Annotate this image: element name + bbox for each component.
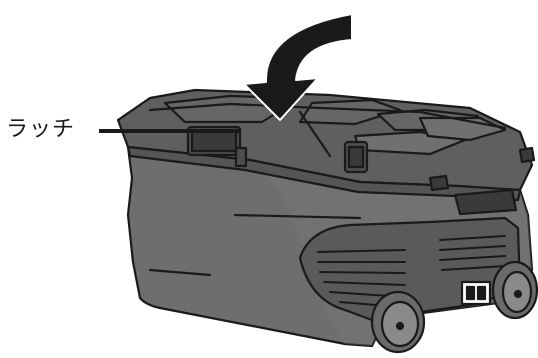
latch-label: ラッチ	[6, 116, 75, 144]
right-latch	[345, 142, 367, 172]
rear-wheel	[493, 262, 537, 318]
side-handle	[455, 190, 516, 214]
power-socket	[462, 282, 490, 304]
front-wheel	[372, 292, 424, 352]
latch-leader-line	[99, 129, 239, 133]
